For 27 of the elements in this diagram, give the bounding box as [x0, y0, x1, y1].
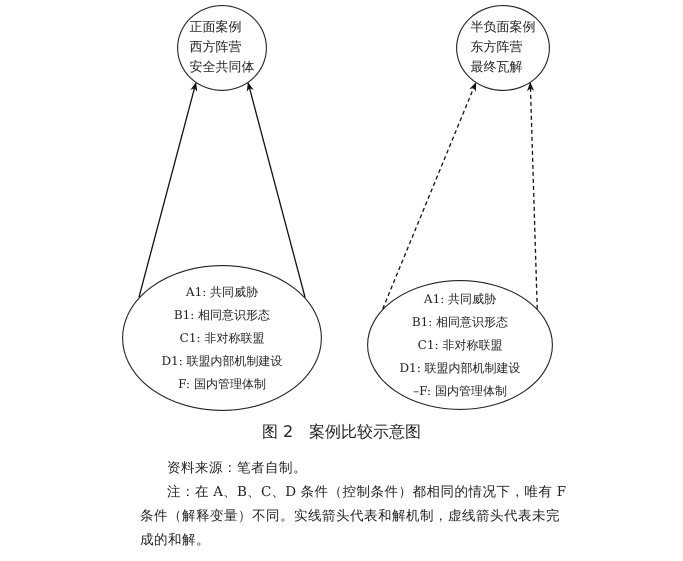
- arrow: [138, 82, 198, 298]
- ellipse-node: [177, 5, 267, 91]
- ellipse-node: [456, 5, 550, 91]
- note-text: 注：在 A、B、C、D 条件（控制条件）都相同的情况下，唯有 F 条件（解释变量）不同。实线箭头代表和解机制，虚线箭头代表未完成的和解。: [140, 483, 568, 550]
- node-text: 东方阵营: [470, 39, 522, 57]
- ellipse-node: [122, 265, 322, 411]
- source-note: 资料来源：笔者自制。: [166, 459, 308, 478]
- node-text: –F: 国内管理体制: [413, 382, 507, 400]
- node-text: A1: 共同威胁: [424, 290, 496, 308]
- node-text: 西方阵营: [190, 39, 242, 57]
- node-text: 安全共同体: [190, 59, 254, 77]
- node-text: B1: 相同意识形态: [412, 314, 508, 330]
- node-text: D1: 联盟内部机制建设: [161, 352, 283, 370]
- node-text: D1: 联盟内部机制建设: [399, 360, 521, 376]
- node-text: 半负面案例: [470, 19, 536, 37]
- node-text: F: 国内管理体制: [178, 376, 266, 392]
- node-text: A1: 共同威胁: [186, 284, 258, 300]
- node-text: 正面案例: [190, 19, 242, 37]
- arrow: [246, 82, 306, 298]
- ellipse-node: [367, 280, 553, 410]
- dashed-arrow: [382, 82, 476, 310]
- node-text: C1: 非对称联盟: [418, 336, 502, 354]
- node-text: B1: 相同意识形态: [174, 306, 270, 324]
- node-text: C1: 非对称联盟: [180, 330, 264, 346]
- node-text: 最终瓦解: [470, 59, 522, 77]
- dashed-arrow: [526, 82, 538, 309]
- figure-caption: 图 2 案例比较示意图: [262, 422, 422, 441]
